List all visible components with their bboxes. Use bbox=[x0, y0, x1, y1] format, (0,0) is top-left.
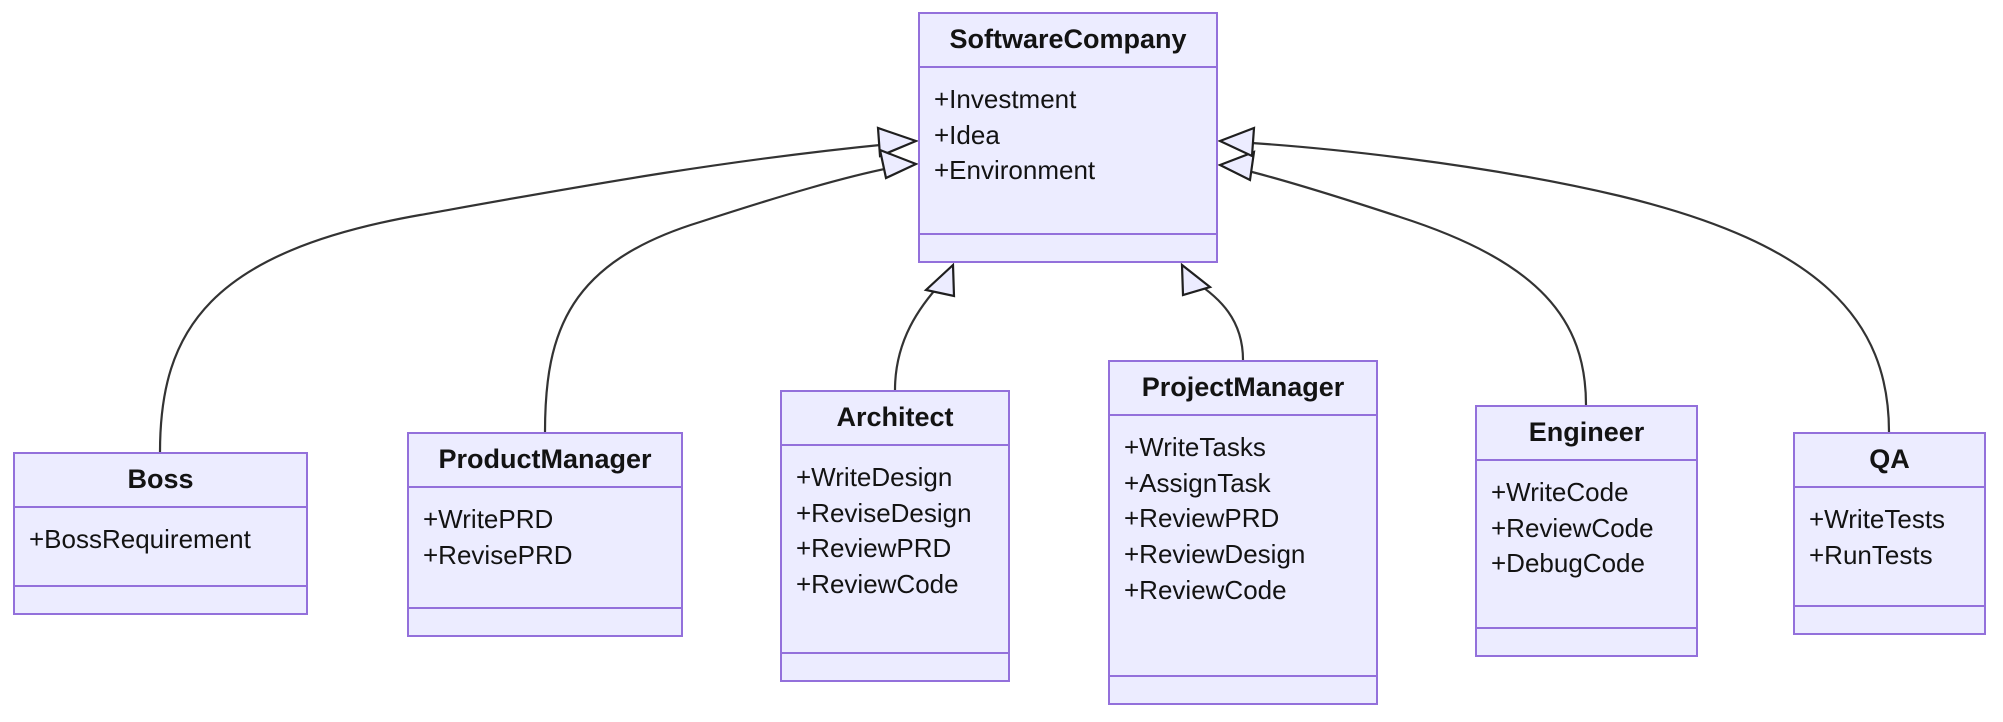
member-row: +WritePRD bbox=[423, 503, 554, 534]
member-row: +RevisePRD bbox=[423, 539, 573, 570]
member-row: +WriteDesign bbox=[796, 461, 953, 492]
class-box-boss[interactable]: Boss +BossRequirement bbox=[13, 452, 308, 615]
class-title-qa: QA bbox=[1795, 434, 1984, 488]
class-footer-qa bbox=[1795, 607, 1984, 633]
generalization-arrow-engineer bbox=[1217, 150, 1256, 182]
member-row: +WriteCode bbox=[1491, 476, 1629, 507]
generalization-arrow-boss bbox=[876, 126, 920, 158]
member-row: +ReviewCode bbox=[1124, 575, 1287, 606]
class-members-softwarecompany: +Investment +Idea +Environment bbox=[920, 68, 1216, 235]
class-box-softwarecompany[interactable]: SoftwareCompany +Investment +Idea +Envir… bbox=[918, 12, 1218, 263]
member-row: +WriteTests bbox=[1809, 503, 1946, 534]
generalization-arrow-qa bbox=[1217, 126, 1256, 158]
class-footer-architect bbox=[782, 654, 1008, 680]
class-title-productmanager: ProductManager bbox=[409, 434, 681, 488]
generalization-arrow-productmanager bbox=[878, 148, 919, 180]
member-row: +Investment bbox=[934, 83, 1077, 114]
class-title-engineer: Engineer bbox=[1477, 407, 1696, 461]
member-row: +AssignTask bbox=[1124, 467, 1271, 498]
class-title-projectmanager: ProjectManager bbox=[1110, 362, 1376, 416]
member-row: +ReviewDesign bbox=[1124, 539, 1306, 570]
member-row: +ReviewCode bbox=[1491, 512, 1654, 543]
class-box-engineer[interactable]: Engineer +WriteCode +ReviewCode +DebugCo… bbox=[1475, 405, 1698, 657]
member-row: +ReviewCode bbox=[796, 569, 959, 600]
member-row: +Idea bbox=[934, 119, 1000, 150]
generalization-arrow-projectmanager bbox=[1180, 262, 1213, 297]
class-members-architect: +WriteDesign +ReviseDesign +ReviewPRD +R… bbox=[782, 446, 1008, 654]
class-title-boss: Boss bbox=[15, 454, 306, 508]
member-row: +RunTests bbox=[1809, 539, 1933, 570]
class-members-projectmanager: +WriteTasks +AssignTask +ReviewPRD +Revi… bbox=[1110, 416, 1376, 677]
class-footer-projectmanager bbox=[1110, 677, 1376, 703]
member-row: +ReviewPRD bbox=[1124, 503, 1280, 534]
class-members-productmanager: +WritePRD +RevisePRD bbox=[409, 488, 681, 609]
class-box-architect[interactable]: Architect +WriteDesign +ReviseDesign +Re… bbox=[780, 390, 1010, 682]
class-box-projectmanager[interactable]: ProjectManager +WriteTasks +AssignTask +… bbox=[1108, 360, 1378, 705]
class-footer-softwarecompany bbox=[920, 235, 1216, 261]
edge-projectmanager-to-softwarecompany bbox=[1193, 280, 1245, 361]
class-title-softwarecompany: SoftwareCompany bbox=[920, 14, 1216, 68]
class-title-architect: Architect bbox=[782, 392, 1008, 446]
member-row: +BossRequirement bbox=[29, 523, 251, 554]
edge-architect-to-softwarecompany bbox=[893, 281, 943, 391]
member-row: +DebugCode bbox=[1491, 548, 1645, 579]
class-members-boss: +BossRequirement bbox=[15, 508, 306, 587]
class-members-qa: +WriteTests +RunTests bbox=[1795, 488, 1984, 607]
class-members-engineer: +WriteCode +ReviewCode +DebugCode bbox=[1477, 461, 1696, 629]
class-footer-productmanager bbox=[409, 609, 681, 635]
class-box-qa[interactable]: QA +WriteTests +RunTests bbox=[1793, 432, 1986, 635]
member-row: +WriteTasks bbox=[1124, 431, 1266, 462]
class-footer-engineer bbox=[1477, 629, 1696, 655]
member-row: +ReviseDesign bbox=[796, 497, 972, 528]
class-box-productmanager[interactable]: ProductManager +WritePRD +RevisePRD bbox=[407, 432, 683, 637]
class-footer-boss bbox=[15, 587, 306, 613]
generalization-arrow-architect bbox=[923, 262, 956, 298]
member-row: +Environment bbox=[934, 155, 1096, 186]
member-row: +ReviewPRD bbox=[796, 533, 952, 564]
